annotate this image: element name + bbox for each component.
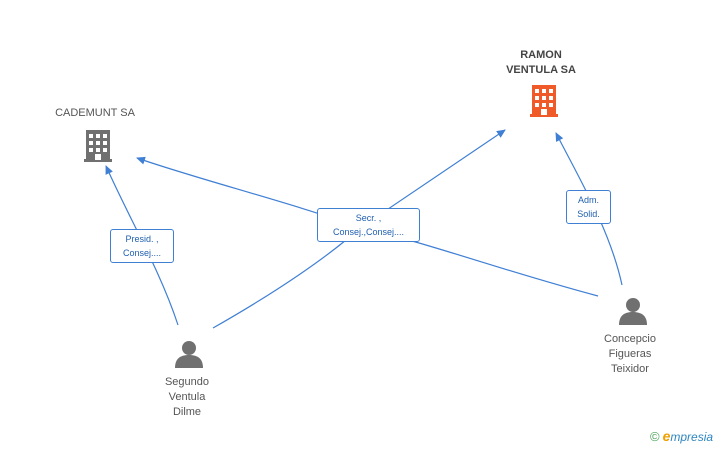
copyright-icon: © xyxy=(650,429,660,444)
edge-label-presid[interactable]: Presid. , Consej.... xyxy=(110,229,174,263)
company-label-cademunt[interactable]: CADEMUNT SA xyxy=(55,107,135,119)
person-label-segundo[interactable]: Segundo Ventula Dilme xyxy=(164,376,210,418)
edge-label-adm[interactable]: Adm. Solid. xyxy=(566,190,611,224)
brand-name: mpresia xyxy=(670,430,714,444)
building-icon[interactable] xyxy=(530,85,558,117)
empresia-logo[interactable]: ©empresia xyxy=(650,428,713,444)
person-label-concepcio[interactable]: Concepcio Figueras Teixidor xyxy=(604,333,656,375)
building-icon[interactable] xyxy=(84,130,112,162)
person-icon[interactable] xyxy=(619,298,647,325)
edge-segundo-center[interactable] xyxy=(212,227,361,329)
company-label-ramon[interactable]: RAMON VENTULA SA xyxy=(506,49,576,76)
brand-e: e xyxy=(662,428,671,444)
person-icon[interactable] xyxy=(175,341,203,368)
edge-label-secr[interactable]: Secr. , Consej.,Consej.... xyxy=(317,208,420,242)
